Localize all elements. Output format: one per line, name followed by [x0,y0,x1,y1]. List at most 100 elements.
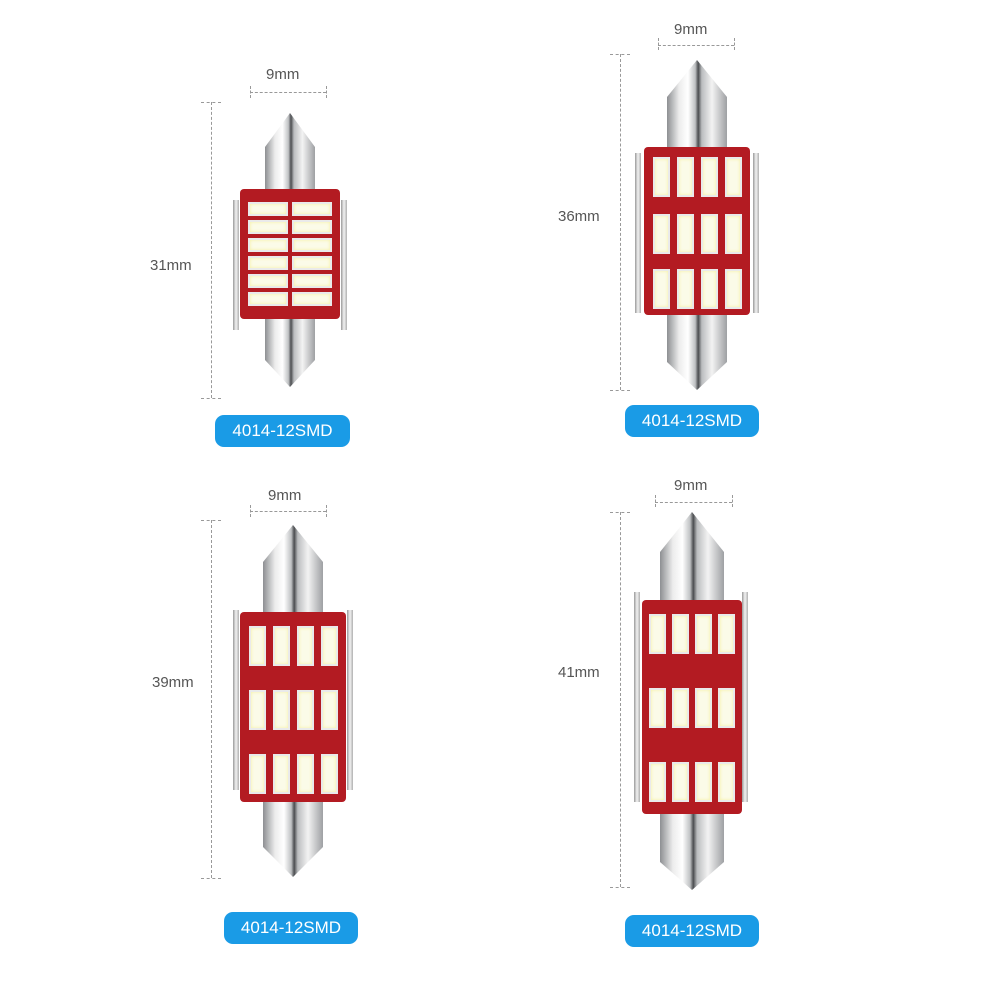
length-dimension-line [211,520,212,878]
width-tick-left [655,495,656,507]
led-chip [653,157,670,197]
led-chip [725,269,742,309]
length-tick-bottom [201,398,221,399]
heatsink-fin-left [233,610,239,790]
led-chip [321,626,338,666]
led-chip [695,688,712,728]
width-dimension-line [655,502,732,503]
led-chip [672,762,689,802]
length-tick-top [610,512,630,513]
led-chip [292,256,332,270]
bulb-top-cap-icon [660,512,724,890]
heatsink-fin-right [341,200,347,330]
led-chip [292,220,332,234]
led-circuit-board [642,600,742,814]
led-chip [718,762,735,802]
led-chip [248,202,288,216]
heatsink-fin-left [634,592,640,802]
led-chip [248,274,288,288]
length-dimension-line [620,54,621,390]
width-tick-right [732,495,733,507]
led-chip [677,157,694,197]
led-spec-badge: 4014-12SMD [625,405,759,437]
led-chip [672,614,689,654]
led-spec-badge: 4014-12SMD [224,912,358,944]
led-chip [292,292,332,306]
led-chip [273,754,290,794]
festoon-bulb-image [630,512,760,892]
width-tick-left [250,505,251,517]
bulb-top-cap-icon [265,113,315,387]
led-chip [677,214,694,254]
heatsink-fin-left [233,200,239,330]
led-chip [695,614,712,654]
led-circuit-board [240,189,340,319]
led-chip [649,614,666,654]
length-label: 36mm [558,208,600,225]
led-chip [649,688,666,728]
width-tick-right [326,86,327,98]
led-chip [725,214,742,254]
led-chip [292,238,332,252]
led-chip [249,626,266,666]
heatsink-fin-right [742,592,748,802]
led-chip [677,269,694,309]
heatsink-fin-right [753,153,759,313]
bulb-top-cap-icon [263,525,323,877]
heatsink-fin-left [635,153,641,313]
led-spec-badge: 4014-12SMD [215,415,350,447]
length-label: 41mm [558,664,600,681]
length-dimension-line [620,512,621,887]
width-tick-left [658,38,659,50]
festoon-bulb-image [632,55,762,395]
led-circuit-board [240,612,346,802]
led-chip [701,214,718,254]
led-chip [653,214,670,254]
led-chip [273,690,290,730]
width-label: 9mm [266,66,300,83]
led-chip [701,269,718,309]
width-tick-right [326,505,327,517]
led-chip [297,626,314,666]
width-tick-left [250,86,251,98]
width-tick-right [734,38,735,50]
width-dimension-line [250,92,326,93]
length-tick-top [610,54,630,55]
led-circuit-board [644,147,750,315]
led-chip [718,614,735,654]
led-chip [292,274,332,288]
led-chip [321,754,338,794]
festoon-bulb-image [230,105,350,395]
led-chip [249,690,266,730]
width-dimension-line [658,45,734,46]
led-chip [249,754,266,794]
length-label: 31mm [150,257,192,274]
led-chip [248,256,288,270]
length-tick-bottom [610,390,630,391]
width-dimension-line [250,511,326,512]
length-tick-bottom [610,887,630,888]
led-chip [725,157,742,197]
led-chip [695,762,712,802]
led-chip [273,626,290,666]
led-chip [672,688,689,728]
led-chip [649,762,666,802]
width-label: 9mm [674,477,708,494]
length-tick-top [201,102,221,103]
led-chip [701,157,718,197]
bulb-top-cap-icon [667,60,727,390]
led-chip [248,292,288,306]
festoon-bulb-image [228,522,358,882]
led-chip [718,688,735,728]
length-tick-bottom [201,878,221,879]
led-chip [321,690,338,730]
led-chip [248,238,288,252]
led-chip [653,269,670,309]
led-chip [297,690,314,730]
length-tick-top [201,520,221,521]
length-dimension-line [211,102,212,398]
led-chip [297,754,314,794]
led-spec-badge: 4014-12SMD [625,915,759,947]
heatsink-fin-right [347,610,353,790]
width-label: 9mm [268,487,302,504]
